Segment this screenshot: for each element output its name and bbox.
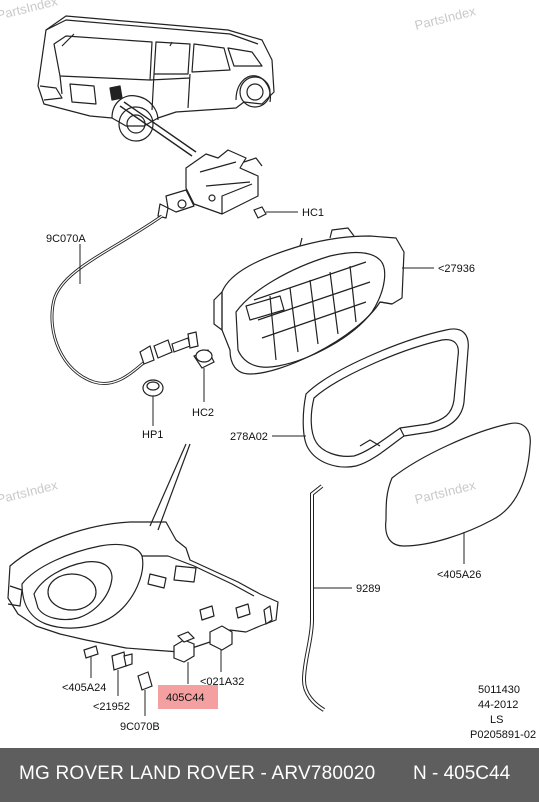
watermark: PartsIndex (413, 477, 477, 507)
footer-catalog-title: MG ROVER LAND ROVER - ARV780020 (19, 763, 376, 784)
label-hp1: HP1 (142, 429, 163, 441)
label-405c44[interactable]: 405C44 (166, 692, 205, 704)
leader-line (149, 443, 187, 527)
housing-detail (7, 521, 279, 653)
part-405c44 (173, 631, 196, 663)
label-405a26: <405A26 (437, 569, 481, 581)
grommet-hp1 (142, 379, 164, 397)
parts-diagram: PartsIndex PartsIndex PartsIndex PartsIn… (0, 0, 536, 741)
leader-line (119, 105, 193, 157)
drain-tube-9289 (301, 484, 326, 712)
footer-bar: MG ROVER LAND ROVER - ARV780020 N - 405C… (0, 748, 539, 802)
clip-hc1 (253, 206, 267, 219)
label-hc1: HC1 (302, 207, 324, 219)
label-9c070b: 9C070B (120, 721, 160, 733)
ref-line-3: LS (490, 714, 503, 726)
label-9c070a: 9C070A (46, 233, 86, 245)
label-278a02: 278A02 (230, 431, 268, 443)
highlight-405c44 (158, 685, 218, 709)
clip-9c070b (137, 671, 153, 691)
label-21952: <21952 (93, 701, 130, 713)
clip-405a24 (83, 645, 99, 659)
actuator-assembly (157, 149, 263, 219)
ref-line-2: 44-2012 (478, 699, 518, 711)
watermark: PartsIndex (0, 0, 60, 23)
seal-278a02 (302, 328, 469, 468)
watermark: PartsIndex (0, 477, 60, 507)
ref-line-1: 5011430 (478, 684, 520, 696)
part-021a32 (209, 625, 233, 651)
vehicle-illustration (37, 15, 275, 142)
label-405a24: <405A24 (62, 682, 106, 694)
label-27936: <27936 (438, 263, 475, 275)
label-9289: 9289 (356, 583, 380, 595)
cable-end-connector (139, 331, 199, 365)
leader-line (123, 101, 197, 153)
footer-part-number: N - 405C44 (413, 763, 511, 784)
clip-21952 (111, 651, 133, 671)
ref-line-4: P0205891-02 (470, 729, 536, 741)
label-021a32: <021A32 (200, 676, 244, 688)
filler-door-405a26 (385, 422, 531, 547)
filler-housing (213, 227, 405, 375)
label-hc2: HC2 (192, 407, 214, 419)
grommet-hc2 (193, 349, 215, 369)
watermark: PartsIndex (413, 3, 477, 33)
leader-line (157, 443, 191, 531)
